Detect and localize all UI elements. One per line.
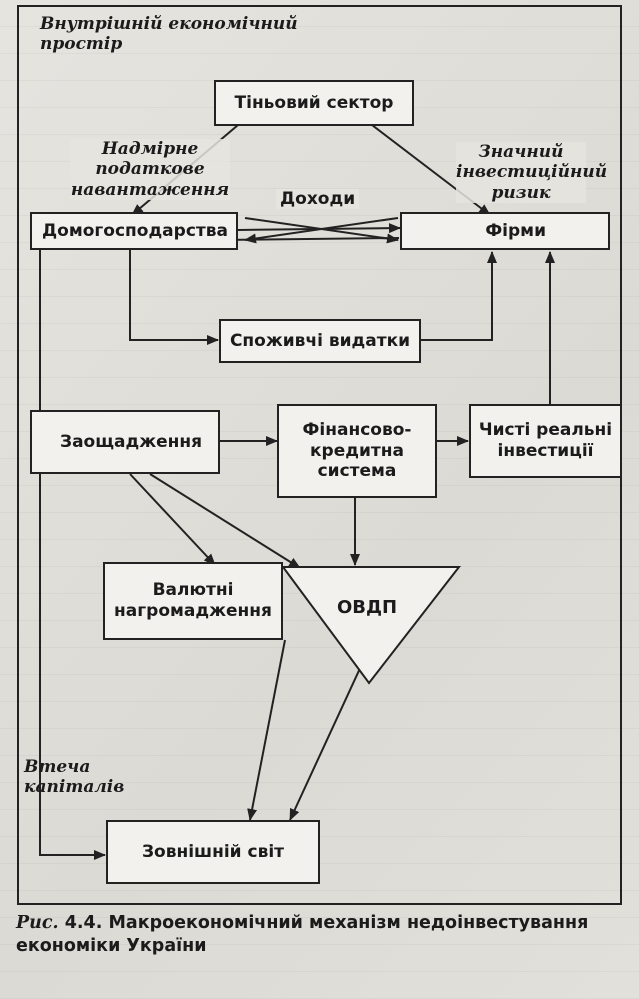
edge-currency-outside [247,639,286,821]
investment-risk-label: Значний інвестиційний ризик [456,142,608,204]
ovdp-triangle [281,566,462,685]
edge-capital-flight [39,474,106,860]
node-currency-accumulation: Валютні нагромадження [103,562,283,640]
node-households: Домогосподарства [30,212,238,250]
node-outside-world: Зовнішній світ [106,820,320,884]
excess-tax-label: Надмірне податкове навантаження [70,139,230,201]
node-financial-system: Фінансово-кредитна система [277,404,437,498]
edge-savings-ovdp [149,473,301,569]
node-net-investments: Чисті реальні інвестиції [469,404,622,478]
edge-cross-3 [244,217,399,244]
node-shadow-sector: Тіньовий сектор [214,80,414,126]
income-label: Доходи [276,189,360,209]
node-ovdp: ОВДП [337,597,398,618]
caption-text: 4.4. Макроекономічний механізм недоінвес… [16,913,589,956]
capital-flight-label: Втеча капіталів [24,757,125,798]
node-firms: Фірми [400,212,610,250]
edge-households-consumer [129,248,219,345]
node-savings: Заощадження [30,410,220,474]
figure-caption: Рис. 4.4. Макроекономічний механізм недо… [16,912,626,958]
space-label: Внутрішній економічний простір [40,14,298,55]
node-consumer-spending: Споживчі видатки [219,319,421,363]
edge-consumer-firms [420,251,497,341]
edge-savings-currency [129,473,216,566]
caption-prefix: Рис. [16,913,59,933]
